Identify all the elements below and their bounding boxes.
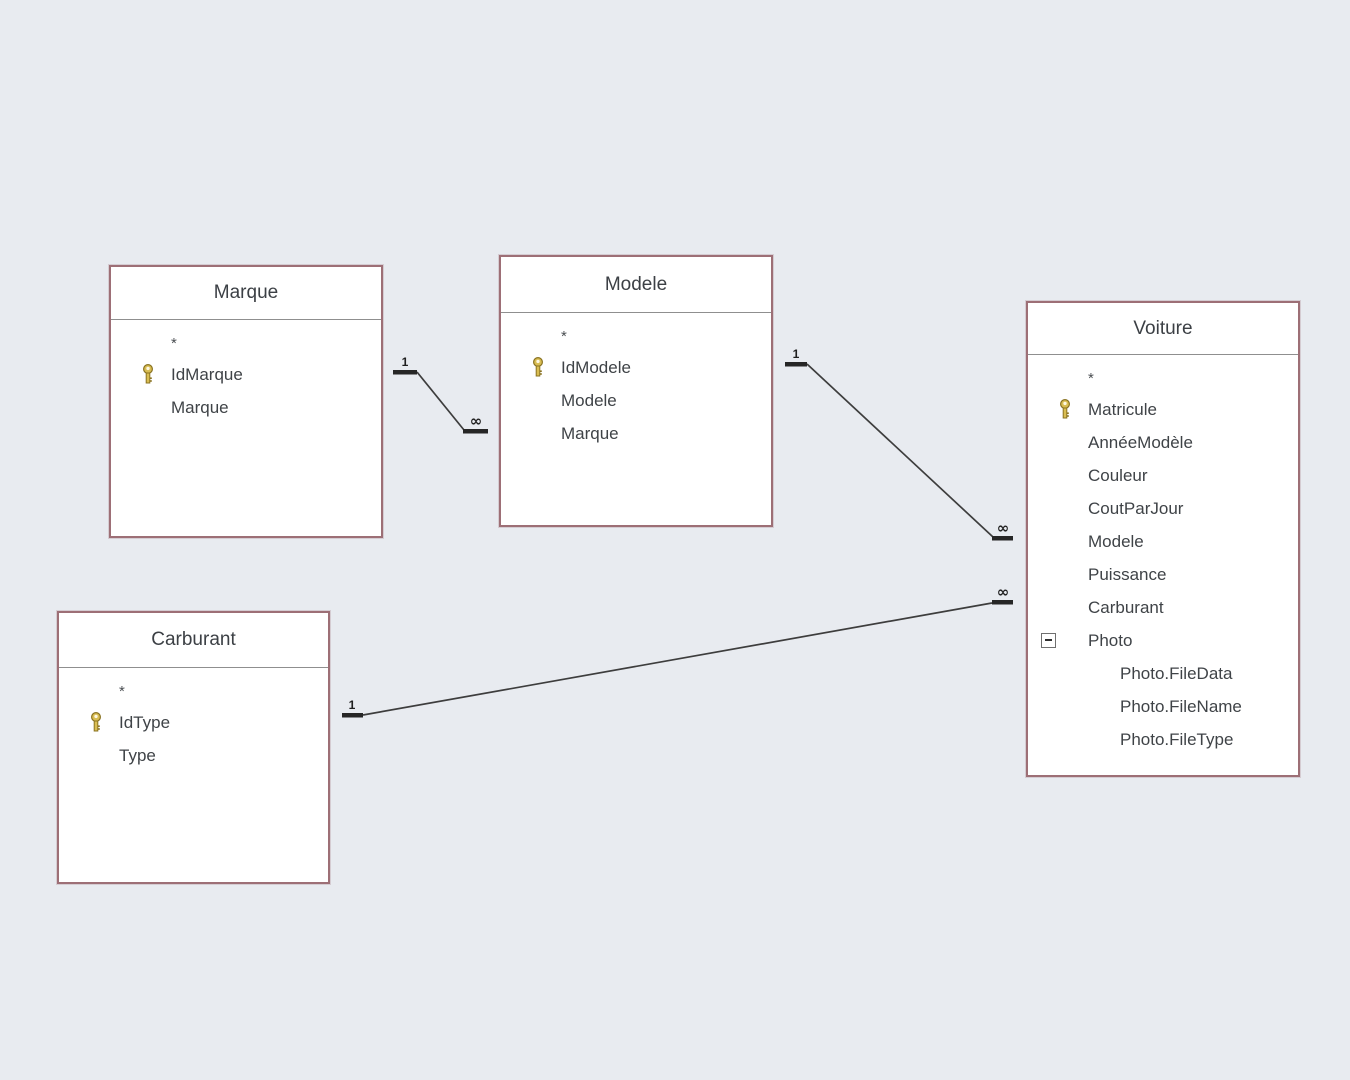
field-list: * IdMarque Marque <box>111 320 381 424</box>
table-marque[interactable]: Marque * IdMarque <box>109 265 383 538</box>
cardinality-many-label: ∞ <box>470 412 483 430</box>
icon-slot <box>71 712 119 733</box>
field-label: Couleur <box>1088 465 1148 485</box>
field-row[interactable]: Type <box>59 739 328 772</box>
cardinality-one-bar <box>393 370 417 375</box>
relationship-marque-modele[interactable]: 1 ∞ <box>393 355 488 434</box>
field-label: Photo.FileName <box>1120 696 1242 716</box>
cardinality-one-label: 1 <box>402 355 409 369</box>
table-title[interactable]: Carburant <box>59 613 328 668</box>
field-row[interactable]: Modele <box>501 384 771 417</box>
field-row[interactable]: Couleur <box>1028 459 1298 492</box>
field-label: * <box>119 682 125 700</box>
field-label: Marque <box>561 423 619 443</box>
field-label: CoutParJour <box>1088 498 1184 518</box>
primary-key-icon <box>91 712 101 732</box>
relationship-line[interactable] <box>806 363 994 538</box>
primary-key-icon <box>1060 399 1070 419</box>
cardinality-one-bar <box>342 713 363 718</box>
table-title[interactable]: Modele <box>501 257 771 313</box>
field-list: * IdModele Modele <box>501 313 771 450</box>
field-row[interactable]: Modele <box>1028 525 1298 558</box>
field-label: AnnéeModèle <box>1088 432 1193 452</box>
cardinality-one-bar <box>785 362 807 367</box>
field-row[interactable]: IdModele <box>501 351 771 384</box>
field-list: * IdType Type <box>59 668 328 772</box>
field-label: * <box>1088 369 1094 387</box>
field-label: IdType <box>119 712 171 732</box>
cardinality-one-label: 1 <box>349 698 356 712</box>
field-row[interactable]: Photo.FileType <box>1028 723 1298 756</box>
field-label: IdModele <box>561 357 631 377</box>
field-label: Photo.FileData <box>1120 663 1233 683</box>
field-label: Matricule <box>1088 399 1157 419</box>
icon-slot <box>513 357 561 378</box>
primary-key-icon <box>533 357 543 377</box>
cardinality-many-bar <box>463 429 488 434</box>
field-row[interactable]: Photo.FileData <box>1028 657 1298 690</box>
field-row[interactable]: Puissance <box>1028 558 1298 591</box>
cardinality-many-bar <box>992 600 1013 605</box>
relationship-line[interactable] <box>362 602 993 716</box>
field-label: IdMarque <box>171 364 243 384</box>
icon-slot <box>1040 399 1088 420</box>
field-label: Carburant <box>1088 597 1164 617</box>
field-list: * Matricule AnnéeModèle <box>1028 355 1298 756</box>
table-voiture[interactable]: Voiture * Matricule <box>1026 301 1300 777</box>
relationship-modele-voiture[interactable]: 1 ∞ <box>785 347 1013 541</box>
field-row[interactable]: AnnéeModèle <box>1028 426 1298 459</box>
cardinality-one-label: 1 <box>793 347 800 361</box>
table-title[interactable]: Marque <box>111 267 381 320</box>
field-label: Modele <box>561 390 617 410</box>
field-row[interactable]: Carburant <box>1028 591 1298 624</box>
field-row-select-all[interactable]: * <box>59 676 328 706</box>
table-carburant[interactable]: Carburant * IdType <box>57 611 330 884</box>
table-title[interactable]: Voiture <box>1028 303 1298 355</box>
field-row-select-all[interactable]: * <box>501 321 771 351</box>
field-label: Modele <box>1088 531 1144 551</box>
field-label: * <box>171 334 177 352</box>
field-label: Type <box>119 745 156 765</box>
relationship-line[interactable] <box>416 371 465 431</box>
field-row[interactable]: IdType <box>59 706 328 739</box>
field-row[interactable]: Matricule <box>1028 393 1298 426</box>
field-label: Puissance <box>1088 564 1167 584</box>
primary-key-icon <box>143 364 153 384</box>
field-row-select-all[interactable]: * <box>1028 363 1298 393</box>
field-row[interactable]: Photo.FileName <box>1028 690 1298 723</box>
field-row[interactable]: Marque <box>111 391 381 424</box>
field-row[interactable]: IdMarque <box>111 358 381 391</box>
table-modele[interactable]: Modele * IdModele <box>499 255 773 527</box>
relationship-carburant-voiture[interactable]: 1 ∞ <box>342 583 1013 718</box>
icon-slot <box>123 364 171 385</box>
cardinality-many-label: ∞ <box>997 583 1010 601</box>
field-label: * <box>561 327 567 345</box>
cardinality-many-bar <box>992 536 1013 541</box>
collapse-minus-icon[interactable] <box>1041 632 1056 648</box>
field-row-photo[interactable]: Photo <box>1028 624 1298 657</box>
field-row[interactable]: CoutParJour <box>1028 492 1298 525</box>
field-label: Photo <box>1088 630 1133 650</box>
cardinality-many-label: ∞ <box>997 519 1010 537</box>
field-row-select-all[interactable]: * <box>111 328 381 358</box>
field-label: Marque <box>171 397 229 417</box>
field-row[interactable]: Marque <box>501 417 771 450</box>
field-label: Photo.FileType <box>1120 729 1234 749</box>
